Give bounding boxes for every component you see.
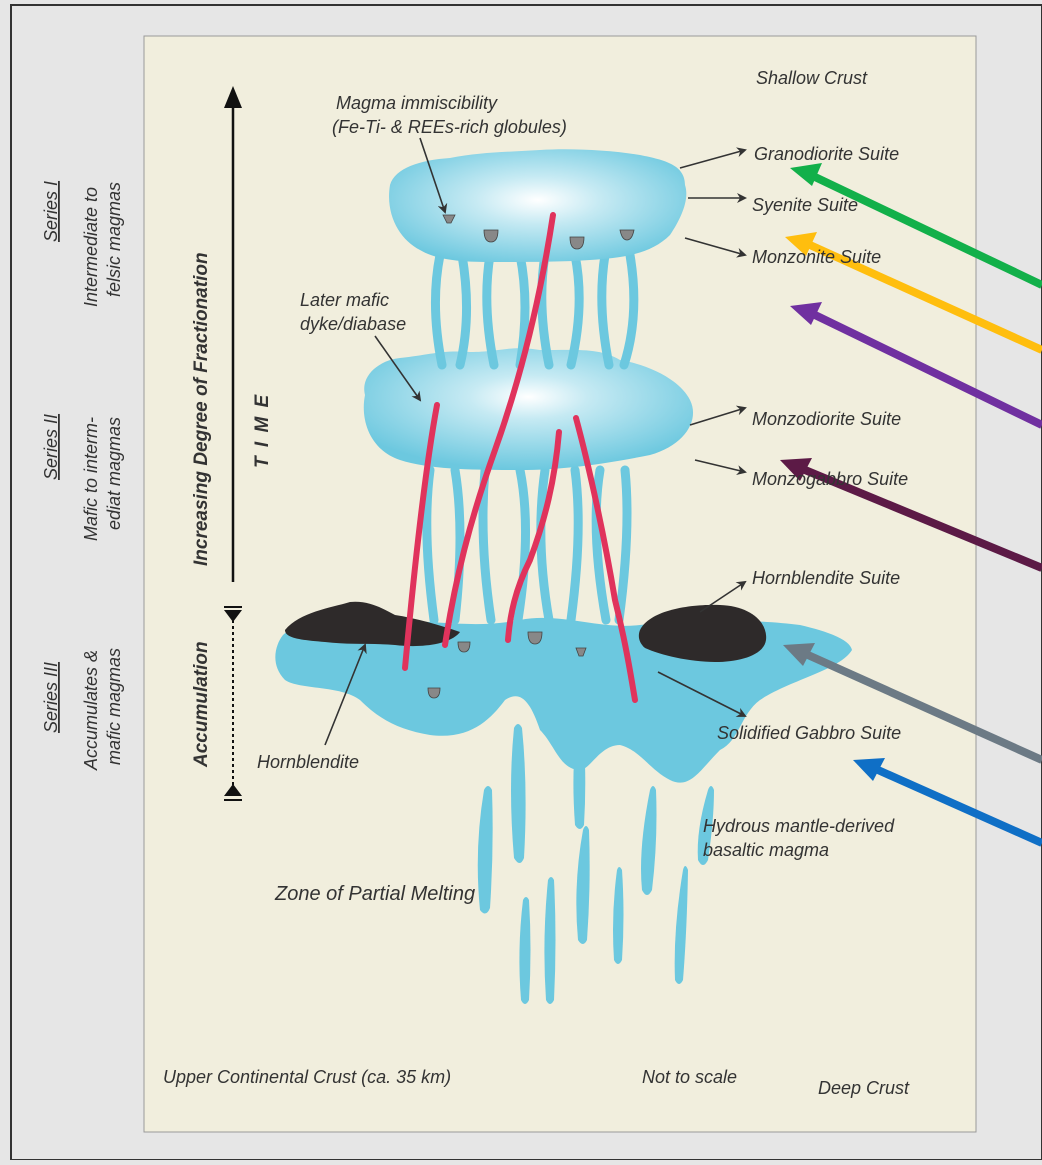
accumulation-label: Accumulation (191, 641, 212, 768)
series-3-line1: Accumulates & (81, 650, 101, 771)
monzodiorite-label: Monzodiorite Suite (752, 409, 901, 429)
shallow-crust-label: Shallow Crust (756, 68, 868, 88)
hornblendite-label: Hornblendite (257, 752, 359, 772)
hornblendite-suite-label: Hornblendite Suite (752, 568, 900, 588)
not-to-scale-label: Not to scale (642, 1067, 737, 1087)
series-3-line2: mafic magmas (104, 648, 124, 765)
series-2-line1: Mafic to interm- (81, 417, 101, 541)
later-mafic-label-line1: Later mafic (300, 290, 389, 310)
series-1-title: Series I (41, 181, 61, 242)
middle-chamber (364, 348, 693, 470)
series-1-line2: felsic magmas (104, 182, 124, 297)
hydrous-magma-label-line1: Hydrous mantle-derived (703, 816, 895, 836)
solidified-gabbro-label: Solidified Gabbro Suite (717, 723, 901, 743)
deep-crust-label: Deep Crust (818, 1078, 910, 1098)
immiscibility-label-line2: (Fe-Ti- & REEs-rich globules) (332, 117, 567, 137)
time-label: T I M E (252, 393, 273, 468)
series-2-title: Series II (41, 414, 61, 480)
upper-crust-label: Upper Continental Crust (ca. 35 km) (163, 1067, 451, 1087)
syenite-label: Syenite Suite (752, 195, 858, 215)
partial-melting-label: Zone of Partial Melting (274, 883, 475, 905)
immiscibility-label-line1: Magma immiscibility (336, 93, 498, 113)
series-1-line1: Intermediate to (81, 187, 101, 307)
upper-chamber (389, 149, 686, 262)
later-mafic-label-line2: dyke/diabase (300, 314, 406, 334)
granodiorite-label: Granodiorite Suite (754, 144, 899, 164)
fractionation-label: Increasing Degree of Fractionation (191, 252, 212, 566)
monzogabbro-label: Monzogabbro Suite (752, 469, 908, 489)
series-2-line2: ediat magmas (104, 417, 124, 530)
monzonite-label: Monzonite Suite (752, 247, 881, 267)
hydrous-magma-label-line2: basaltic magma (703, 840, 829, 860)
series-3-title: Series III (41, 662, 61, 733)
